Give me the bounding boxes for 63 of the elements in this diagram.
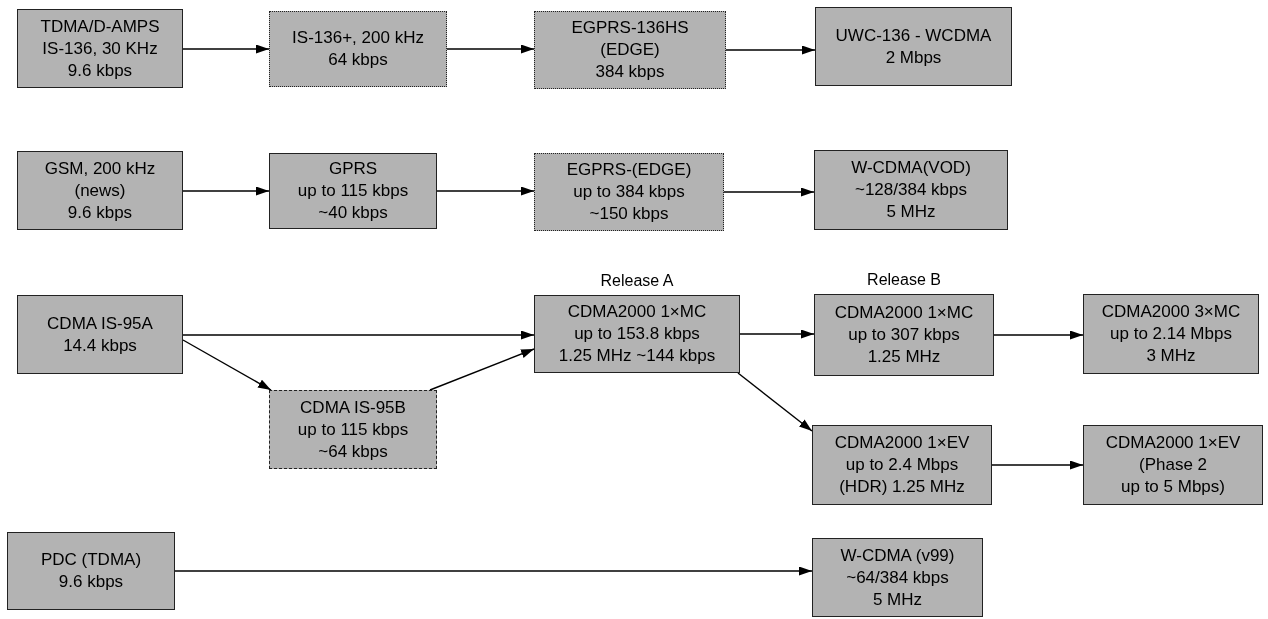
node-label: UWC-136 - WCDMA (835, 24, 992, 47)
node-label: ~128/384 kbps (855, 179, 967, 201)
arrow (429, 348, 535, 391)
node-label: W-CDMA (v99) (840, 544, 955, 567)
node-label: up to 5 Mbps) (1121, 476, 1225, 498)
node-label: (Phase 2 (1138, 454, 1207, 476)
node-label: EGPRS-136HS (571, 17, 689, 39)
release-heading: Release B (866, 270, 942, 290)
arrow (446, 44, 535, 54)
node-label: 5 MHz (886, 201, 936, 223)
node-label: W-CDMA(VOD) (851, 157, 971, 179)
arrow (174, 566, 813, 576)
node-label: 9.6 kbps (67, 59, 133, 82)
node-label: CDMA IS-95A (47, 312, 153, 335)
node-label: 1.25 MHz (867, 346, 941, 368)
node-label: ~64/384 kbps (846, 566, 949, 589)
node-label: ~40 kbps (318, 202, 388, 224)
node-label: ~64 kbps (318, 440, 388, 463)
arrow (725, 45, 816, 55)
node-label: 2 Mbps (885, 46, 942, 69)
arrow (182, 339, 272, 391)
node-label: 64 kbps (328, 49, 388, 71)
node-label: ~150 kbps (589, 203, 669, 225)
node-label: GSM, 200 kHz (44, 157, 156, 180)
node-label: 14.4 kbps (63, 334, 137, 357)
node-label: 1.25 MHz ~144 kbps (558, 345, 716, 367)
node-label: 5 MHz (872, 588, 923, 611)
node-label: up to 115 kbps (297, 418, 409, 441)
arrow (182, 44, 270, 54)
arrow (991, 460, 1084, 470)
node-label: TDMA/D-AMPS (40, 15, 160, 38)
node-label: CDMA2000 1×MC (567, 301, 707, 323)
node-label: IS-136+, 200 kHz (292, 27, 424, 49)
node-label: EGPRS-(EDGE) (566, 159, 692, 181)
arrow (737, 372, 813, 432)
arrow (993, 330, 1084, 340)
arrow (436, 186, 535, 196)
node-label: (HDR) 1.25 MHz (839, 476, 965, 498)
release-heading: Release A (599, 271, 675, 291)
node-label: CDMA2000 1×EV (1105, 432, 1241, 454)
node-label: GPRS (328, 158, 378, 180)
node-label: up to 307 kbps (848, 324, 960, 346)
arrow (182, 186, 270, 196)
node-label: CDMA2000 3×MC (1101, 301, 1241, 323)
arrow (182, 330, 535, 340)
node-label: up to 115 kbps (297, 180, 409, 202)
arrow (739, 329, 815, 339)
node-label: (EDGE) (600, 39, 660, 61)
node-label: CDMA2000 1×EV (834, 432, 970, 454)
node-label: 9.6 kbps (67, 201, 133, 224)
node-label: CDMA IS-95B (300, 396, 406, 419)
node-label: 384 kbps (595, 61, 665, 83)
node-label: up to 153.8 kbps (574, 323, 700, 345)
node-label: PDC (TDMA) (40, 549, 142, 571)
node-label: 3 MHz (1146, 345, 1196, 367)
node-label: up to 2.4 Mbps (845, 454, 959, 476)
node-label: up to 2.14 Mbps (1110, 323, 1232, 345)
node-label: 9.6 kbps (58, 571, 124, 593)
node-label: IS-136, 30 KHz (42, 37, 158, 60)
node-label: up to 384 kbps (573, 181, 685, 203)
node-label: CDMA2000 1×MC (834, 302, 974, 324)
arrow (723, 187, 815, 197)
node-label: (news) (74, 179, 126, 202)
